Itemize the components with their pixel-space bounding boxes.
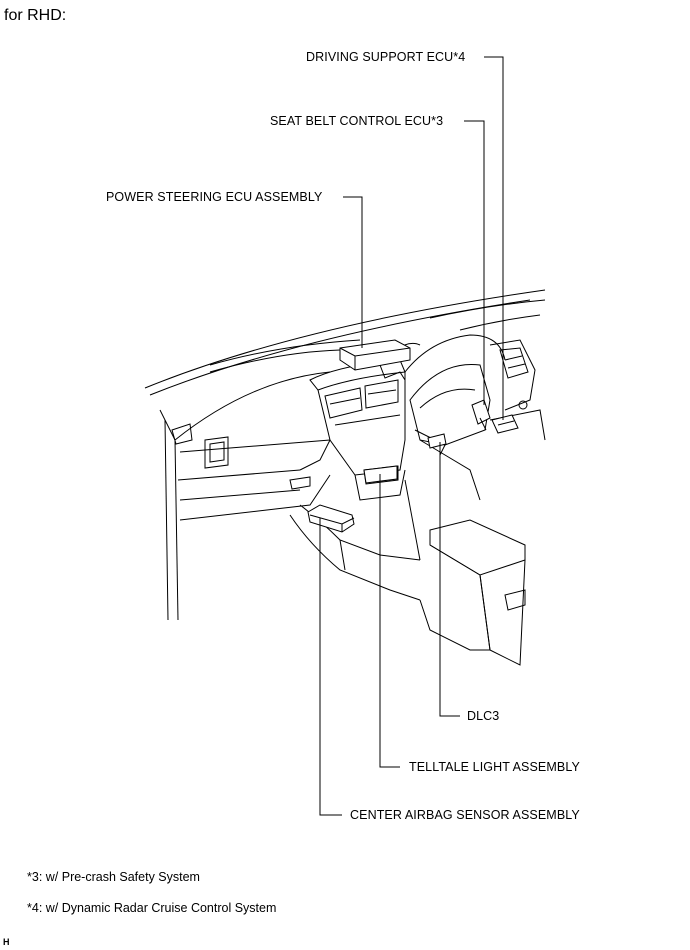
callout-power-steering-ecu: POWER STEERING ECU ASSEMBLY (106, 190, 323, 204)
footnote-radar-cruise: *4: w/ Dynamic Radar Cruise Control Syst… (27, 901, 277, 915)
corner-mark: H (3, 937, 10, 947)
leader-lines (319, 56, 504, 816)
callout-telltale-light: TELLTALE LIGHT ASSEMBLY (409, 760, 580, 774)
steering-area (394, 334, 546, 520)
leader-power-steering (343, 196, 363, 348)
dlc3-part (427, 433, 447, 449)
seat-belt-control-ecu-part (471, 399, 491, 431)
center-airbag-sensor-part (307, 504, 355, 533)
leader-telltale (379, 474, 400, 768)
leader-airbag (319, 518, 342, 816)
callout-center-airbag-sensor: CENTER AIRBAG SENSOR ASSEMBLY (350, 808, 580, 822)
callout-seat-belt-control-ecu: SEAT BELT CONTROL ECU*3 (270, 114, 444, 128)
driving-support-ecu-part (491, 414, 519, 434)
armrest-console (419, 519, 526, 666)
dashboard-outline (144, 289, 546, 621)
footnote-pre-crash: *3: w/ Pre-crash Safety System (27, 870, 200, 884)
page-heading: for RHD: (4, 7, 67, 24)
leader-seat-belt (464, 120, 485, 405)
power-steering-ecu-part (339, 339, 411, 381)
callout-dlc3: DLC3 (467, 709, 500, 723)
leader-dlc3 (439, 442, 460, 717)
callout-driving-support-ecu: DRIVING SUPPORT ECU*4 (306, 50, 466, 64)
leader-driving-support (484, 56, 504, 420)
